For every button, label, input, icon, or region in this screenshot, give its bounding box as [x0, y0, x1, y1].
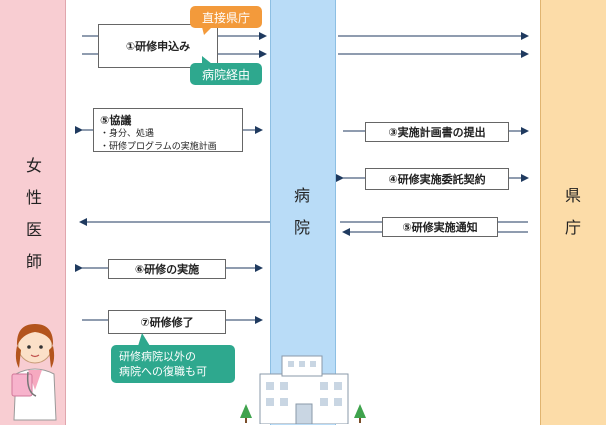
doctor-illustration: [11, 324, 57, 421]
bubble-via-hospital-label: 病院経由: [201, 67, 250, 82]
doctor-label: 女性医師: [25, 156, 42, 271]
step-submit-plan: ③実施計画書の提出: [365, 122, 509, 142]
step-implement: ⑥研修の実施: [108, 259, 226, 279]
bubble-via-hospital: 病院経由: [190, 63, 262, 85]
step-notify: ⑤研修実施通知: [382, 217, 498, 237]
prefecture-label: 県庁: [564, 186, 581, 237]
note-line-2: 病院への復職も可: [119, 365, 207, 378]
consult-line-2: ・研修プログラムの実施計画: [100, 142, 217, 152]
step-contract-label: ④研修実施委託契約: [388, 173, 486, 186]
bubble-direct-label: 直接県庁: [201, 10, 250, 25]
bubble-direct: 直接県庁: [190, 6, 262, 28]
step-submit-plan-label: ③実施計画書の提出: [388, 126, 486, 139]
step-consult: ⑤協議 ・身分、処遇 ・研修プログラムの実施計画: [93, 108, 243, 152]
step-apply: ①研修申込み: [98, 24, 218, 68]
step-notify-label: ⑤研修実施通知: [402, 221, 478, 234]
step-apply-label: ①研修申込み: [125, 40, 191, 53]
note-line-1: 研修病院以外の: [119, 350, 196, 363]
hospital-building-illustration: [240, 355, 366, 424]
step-complete: ⑦研修修了: [108, 310, 226, 334]
hospital-column: [270, 0, 336, 425]
step-consult-title: ⑤協議: [100, 114, 132, 127]
bubble-note: 研修病院以外の 病院への復職も可: [111, 345, 235, 383]
step-implement-label: ⑥研修の実施: [134, 263, 200, 276]
step-complete-label: ⑦研修修了: [140, 316, 194, 329]
step-contract: ④研修実施委託契約: [365, 168, 509, 190]
hospital-label: 病院: [293, 186, 310, 237]
prefecture-column: [540, 0, 606, 425]
consult-line-1: ・身分、処遇: [100, 129, 155, 139]
